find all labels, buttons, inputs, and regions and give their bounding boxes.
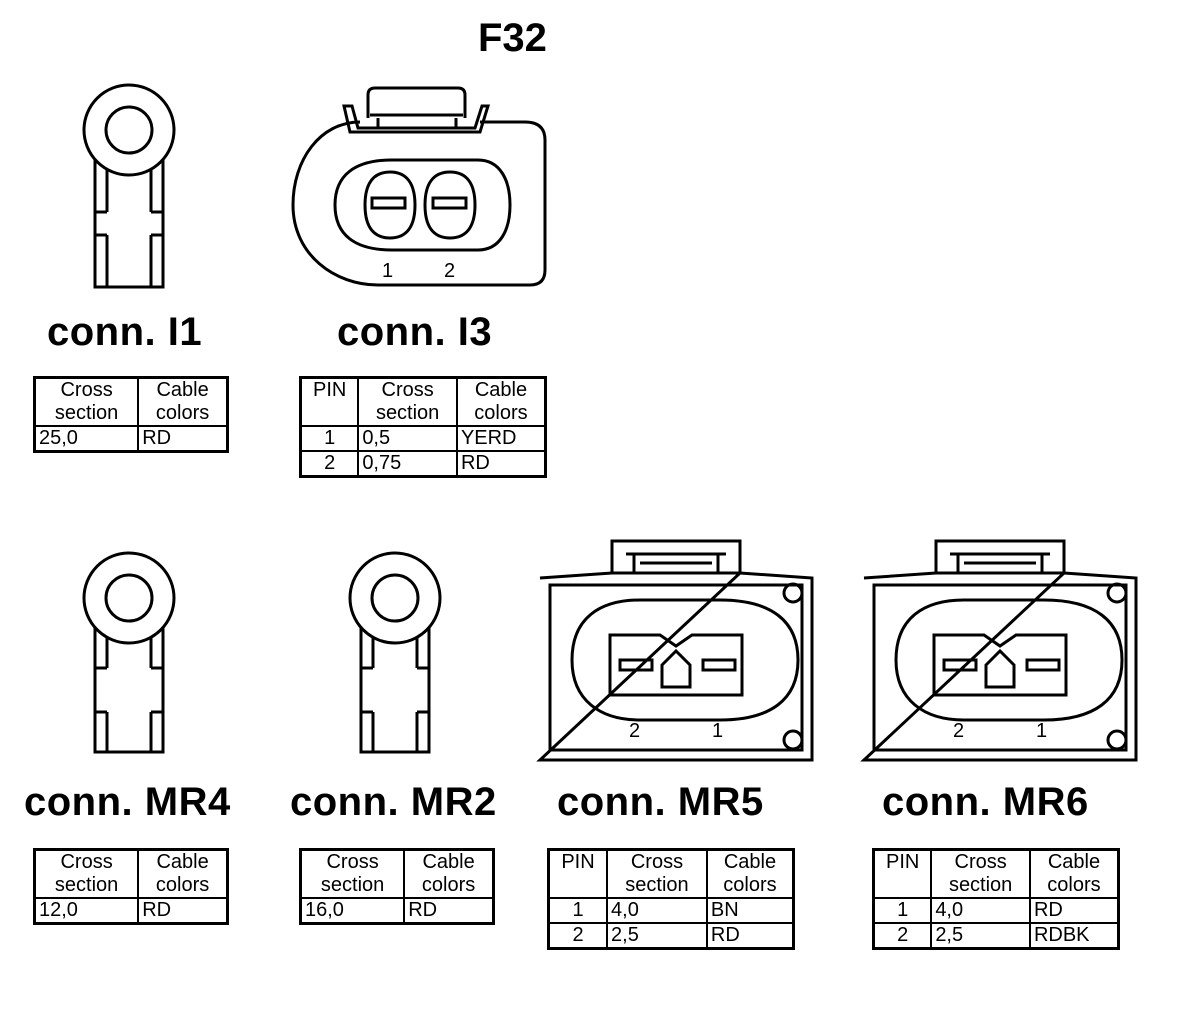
- header-cross-section: Cross section: [33, 848, 140, 899]
- cable-table-i1: Cross section Cable colors 25,0 RD: [33, 376, 229, 453]
- cable-table-mr4: Cross section Cable colors 12,0 RD: [33, 848, 229, 925]
- connector-label-mr4: conn. MR4: [24, 780, 231, 824]
- cell-cross-section: 2,5: [606, 922, 708, 950]
- cell-pin: 1: [872, 897, 933, 924]
- connector-housing-mr5-drawing: [536, 539, 814, 762]
- cell-pin: 2: [299, 450, 360, 478]
- header-cross-section: Cross section: [606, 848, 708, 899]
- connector-label-i1: conn. I1: [47, 310, 203, 354]
- cell-cable-color: RD: [403, 897, 495, 925]
- table-row: 1 4,0 BN: [547, 897, 795, 924]
- cable-table-mr5: PIN Cross section Cable colors 1 4,0 BN …: [547, 848, 795, 950]
- cell-pin: 2: [872, 922, 933, 950]
- cell-cross-section: 4,0: [930, 897, 1031, 924]
- table-header-row: PIN Cross section Cable colors: [299, 376, 547, 427]
- cable-table-mr2: Cross section Cable colors 16,0 RD: [299, 848, 495, 925]
- pin-number-mr6-1: 1: [1036, 720, 1047, 742]
- table-header-row: PIN Cross section Cable colors: [872, 848, 1120, 899]
- table-header-row: Cross section Cable colors: [299, 848, 495, 899]
- ring-terminal-mr2-drawing: [348, 551, 442, 754]
- cell-cable-color: RD: [137, 425, 229, 453]
- header-pin: PIN: [872, 848, 933, 899]
- table-row: 1 0,5 YERD: [299, 425, 547, 452]
- cell-cable-color: RD: [137, 897, 229, 925]
- table-header-row: PIN Cross section Cable colors: [547, 848, 795, 899]
- header-cable-colors: Cable colors: [403, 848, 495, 899]
- header-cable-colors: Cable colors: [1028, 848, 1120, 899]
- cell-pin: 1: [299, 425, 360, 452]
- header-cross-section: Cross section: [33, 376, 140, 427]
- pin-number-mr5-1: 1: [712, 720, 723, 742]
- header-cable-colors: Cable colors: [705, 848, 795, 899]
- ring-terminal-i1-drawing: [82, 83, 176, 289]
- header-cross-section: Cross section: [930, 848, 1031, 899]
- connector-housing-mr6-drawing: [860, 539, 1138, 762]
- table-row: 25,0 RD: [33, 425, 229, 453]
- cell-cable-color: RD: [705, 922, 795, 950]
- header-pin: PIN: [547, 848, 609, 899]
- cell-cross-section: 25,0: [33, 425, 140, 453]
- header-cable-colors: Cable colors: [455, 376, 547, 427]
- header-cross-section: Cross section: [357, 376, 458, 427]
- table-header-row: Cross section Cable colors: [33, 376, 229, 427]
- ring-terminal-mr4-drawing: [82, 551, 176, 754]
- pin-number-mr5-2: 2: [629, 720, 640, 742]
- table-row: 2 0,75 RD: [299, 450, 547, 478]
- connector-label-mr2: conn. MR2: [290, 780, 497, 824]
- page-title: F32: [478, 16, 547, 60]
- cell-cable-color: YERD: [455, 425, 547, 452]
- cell-cable-color: RD: [1028, 897, 1120, 924]
- pin-number-i3-2: 2: [444, 260, 455, 282]
- cell-cable-color: RD: [455, 450, 547, 478]
- table-row: 2 2,5 RDBK: [872, 922, 1120, 950]
- cell-cross-section: 16,0: [299, 897, 406, 925]
- connector-label-mr5: conn. MR5: [557, 780, 764, 824]
- header-cross-section: Cross section: [299, 848, 406, 899]
- header-pin: PIN: [299, 376, 360, 427]
- connector-label-mr6: conn. MR6: [882, 780, 1089, 824]
- cell-cross-section: 2,5: [930, 922, 1031, 950]
- header-cable-colors: Cable colors: [137, 848, 229, 899]
- table-row: 2 2,5 RD: [547, 922, 795, 950]
- cable-table-i3: PIN Cross section Cable colors 1 0,5 YER…: [299, 376, 547, 478]
- cell-cross-section: 12,0: [33, 897, 140, 925]
- cable-table-mr6: PIN Cross section Cable colors 1 4,0 RD …: [872, 848, 1120, 950]
- pin-number-mr6-2: 2: [953, 720, 964, 742]
- table-row: 16,0 RD: [299, 897, 495, 925]
- cell-cable-color: RDBK: [1028, 922, 1120, 950]
- table-row: 12,0 RD: [33, 897, 229, 925]
- cell-cable-color: BN: [705, 897, 795, 924]
- table-header-row: Cross section Cable colors: [33, 848, 229, 899]
- connector-housing-i3-drawing: [291, 86, 547, 287]
- cell-cross-section: 0,5: [357, 425, 458, 452]
- connector-label-i3: conn. I3: [337, 310, 493, 354]
- cell-cross-section: 4,0: [606, 897, 708, 924]
- pin-number-i3-1: 1: [382, 260, 393, 282]
- cell-cross-section: 0,75: [357, 450, 458, 478]
- header-cable-colors: Cable colors: [137, 376, 229, 427]
- cell-pin: 2: [547, 922, 609, 950]
- table-row: 1 4,0 RD: [872, 897, 1120, 924]
- cell-pin: 1: [547, 897, 609, 924]
